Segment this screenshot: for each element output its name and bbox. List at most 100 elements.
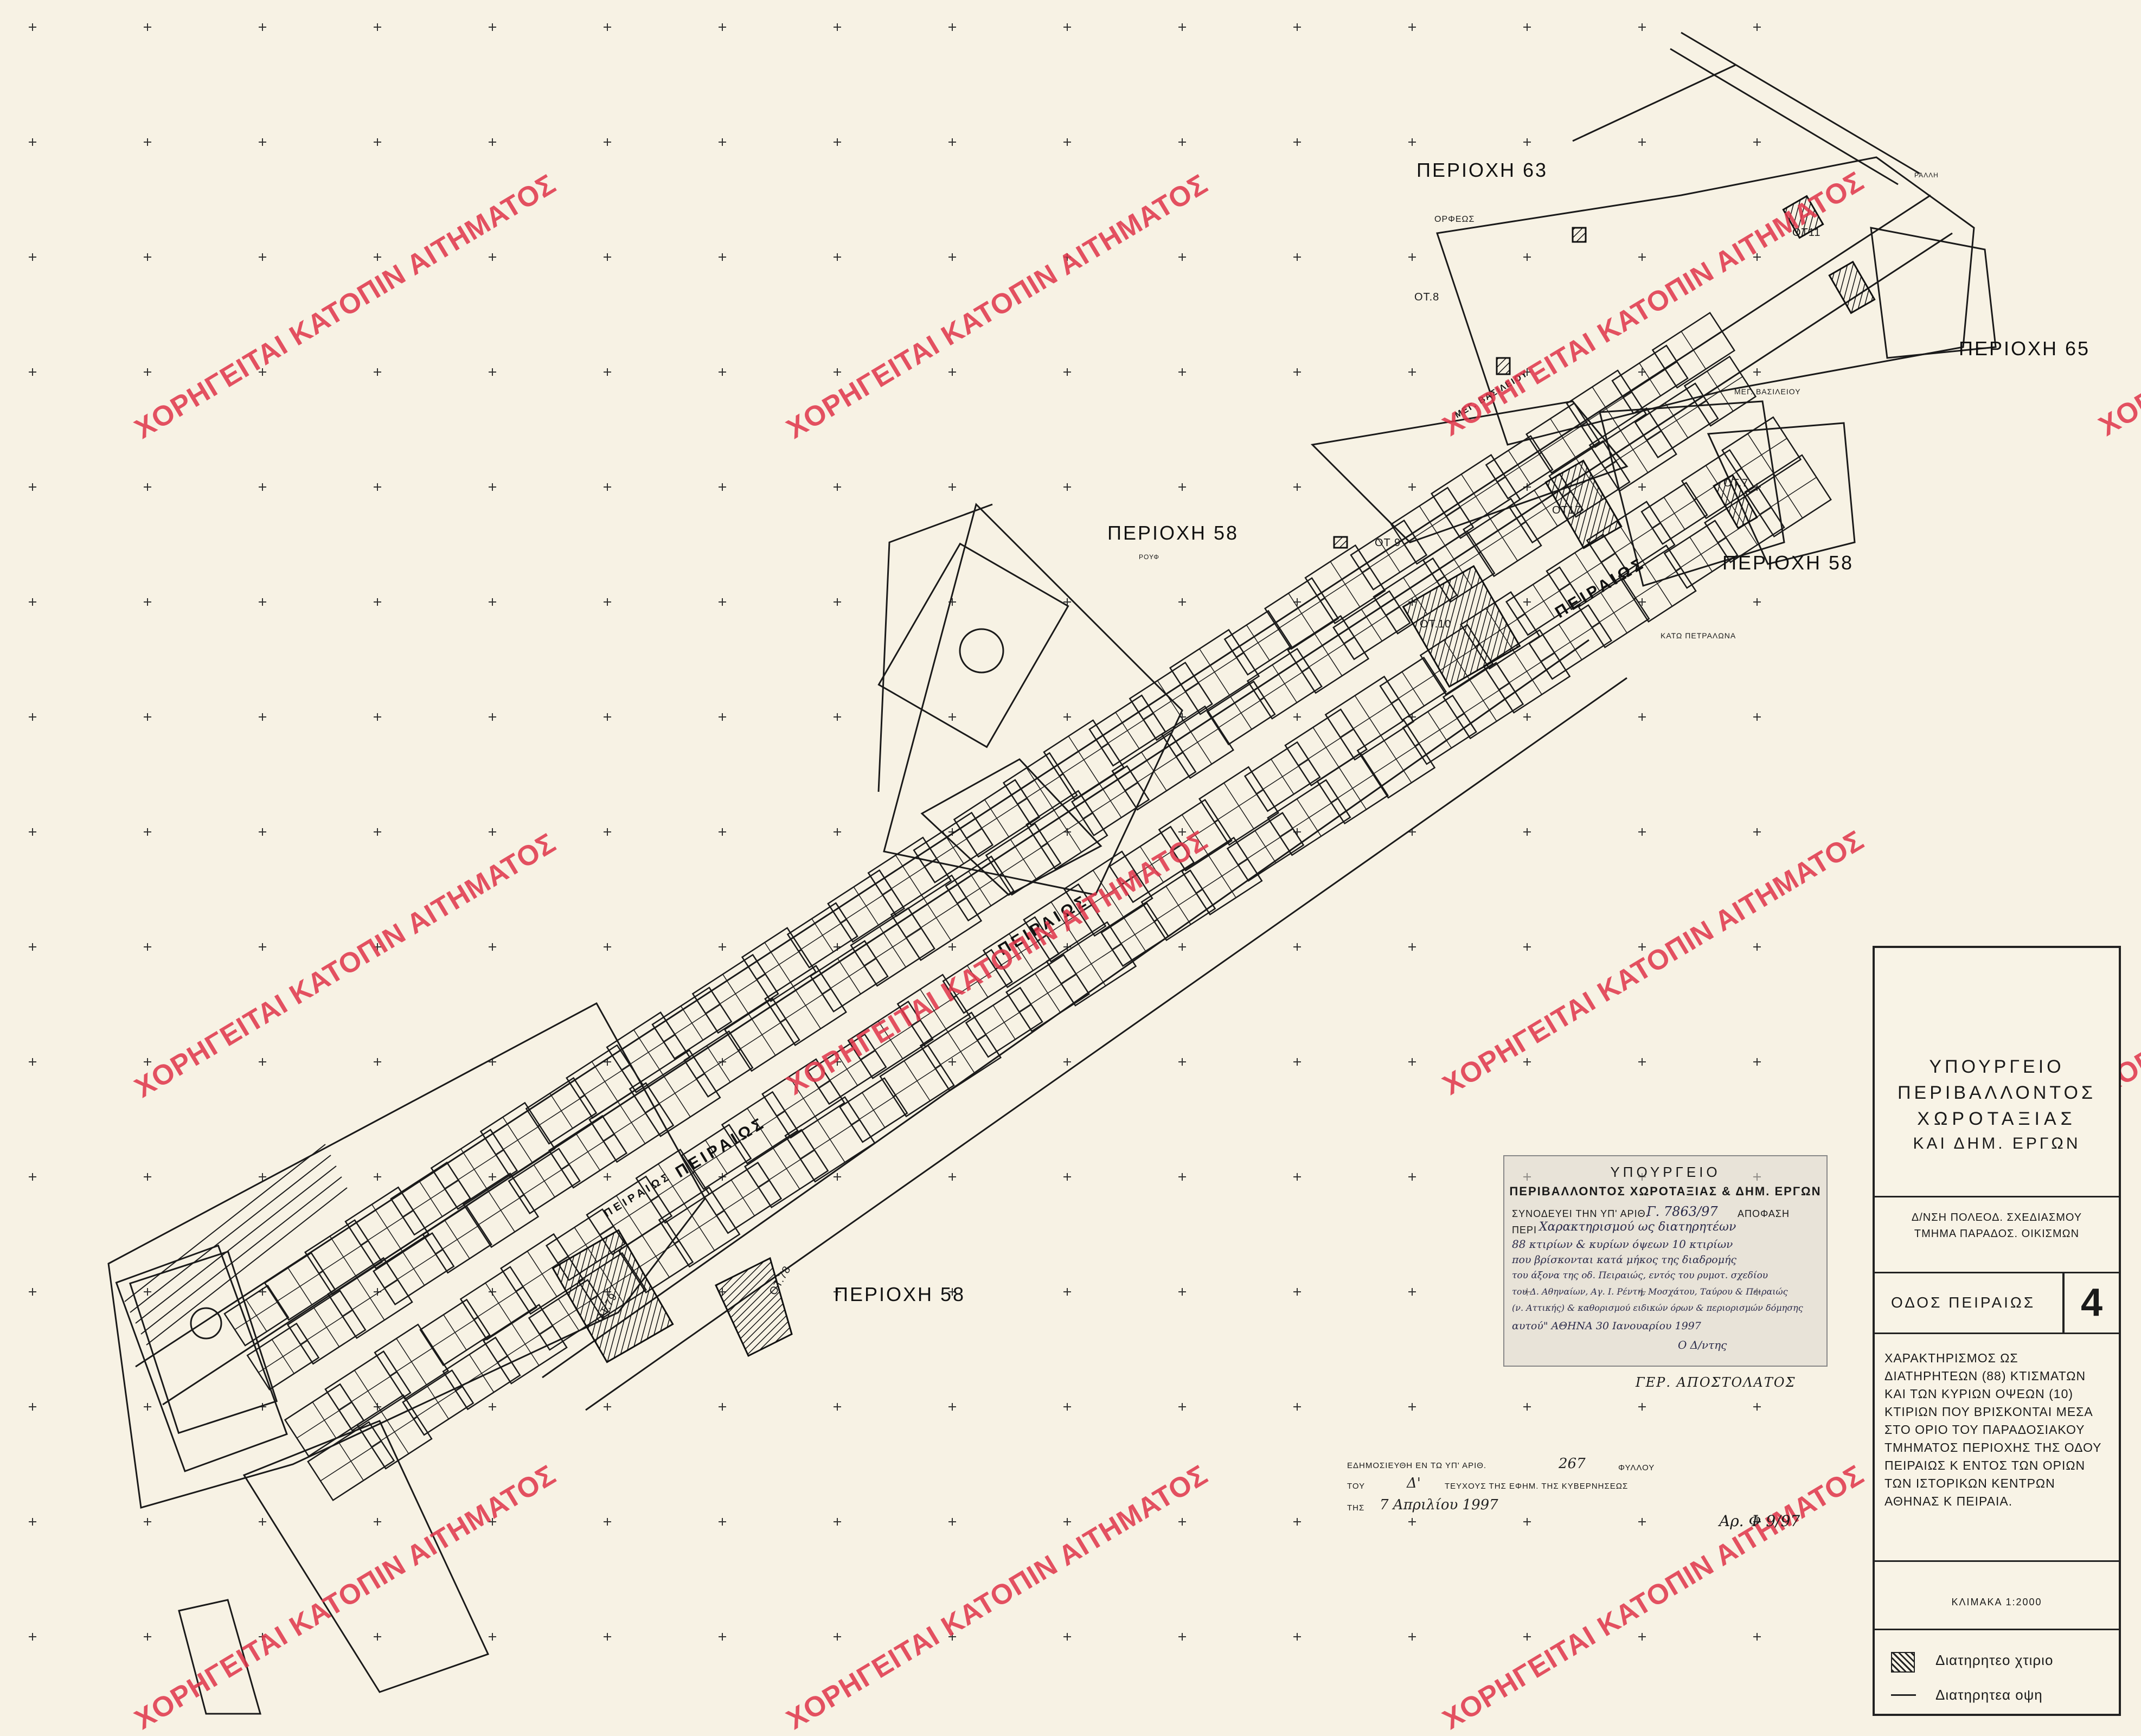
parcel-line: [318, 1235, 369, 1278]
gazette-date: 7 Απριλίου 1997: [1380, 1497, 1498, 1513]
parcel-line: [1195, 854, 1248, 898]
parcel-line: [696, 1045, 741, 1082]
grid-cross: [1178, 943, 1186, 951]
grid-cross: [489, 828, 496, 836]
parcel-line: [1079, 870, 1138, 918]
block-label-ot10: ΟΤ.10: [1420, 618, 1452, 630]
parcel-line: [435, 1220, 479, 1259]
parcel-line: [1121, 844, 1183, 885]
grid-cross: [489, 138, 496, 146]
parcel-line: [1497, 450, 1542, 485]
grid-cross: [948, 483, 956, 491]
grid-cross: [489, 1403, 496, 1411]
scale-label: ΚΛΙΜΑΚΑ 1:2000: [1951, 1597, 2042, 1607]
stamp-decision: ΑΠΟΦΑΣΗ: [1738, 1208, 1790, 1219]
parcel-line: [1498, 648, 1555, 695]
stamp-hand-line: αυτού" ΑΘΗΝΑ 30 Ιανουαρίου 1997: [1512, 1320, 1701, 1332]
grid-cross: [29, 483, 36, 491]
grid-cross: [1753, 713, 1761, 721]
grid-cross: [834, 1058, 841, 1066]
grid-cross: [1753, 828, 1761, 836]
grid-cross: [1408, 1518, 1416, 1526]
grid-cross: [834, 23, 841, 31]
grid-cross: [604, 368, 611, 376]
parcel-line: [1540, 622, 1600, 662]
grid-cross: [719, 23, 726, 31]
grid-cross: [719, 1633, 726, 1641]
parcel-line: [1646, 400, 1707, 440]
parcel-line: [818, 1050, 876, 1088]
parcel-line: [1445, 474, 1506, 520]
grid-cross: [1178, 1173, 1186, 1181]
grid-cross: [1408, 1633, 1416, 1641]
grid-cross: [489, 253, 496, 261]
grid-cross: [1638, 483, 1646, 491]
parcel-line: [1143, 680, 1199, 722]
parcel-line: [413, 1386, 463, 1419]
parcel-line: [663, 1004, 721, 1042]
grid-cross: [374, 1518, 381, 1526]
parcel-line: [602, 1101, 660, 1144]
parcel-line: [893, 1060, 941, 1101]
block-label-ot17: ΟΤ17: [1552, 504, 1582, 516]
lower-left-district: [107, 1002, 706, 1715]
grid-cross: [1523, 1633, 1531, 1641]
railway: [124, 1144, 348, 1346]
parcel-line: [1456, 680, 1510, 722]
grid-cross: [719, 138, 726, 146]
grid-cross: [259, 1633, 266, 1641]
sports-complex: [877, 503, 1183, 896]
department-line: Δ/ΝΣΗ ΠΟΛΕΟΔ. ΣΧΕΔΙΑΣΜΟΥ: [1911, 1212, 2082, 1223]
grid-cross: [834, 368, 841, 376]
stamp-hand-line: του Δ. Αθηναίων, Αγ. Ι. Ρέντη, Μοσχάτου,…: [1512, 1286, 1788, 1297]
grid-cross: [1293, 1518, 1301, 1526]
parcel-line: [798, 918, 847, 952]
grid-cross: [1523, 1518, 1531, 1526]
grid-cross: [259, 1518, 266, 1526]
grid-cross: [1293, 1058, 1301, 1066]
line-swatch-icon: [1891, 1694, 1916, 1696]
parcel-line: [1172, 814, 1219, 856]
grid-cross: [1063, 713, 1071, 721]
grid-cross: [29, 368, 36, 376]
block-label-ot7: ΟΤ.7: [1723, 477, 1749, 489]
grid-cross: [144, 1518, 151, 1526]
grid-cross: [1178, 253, 1186, 261]
stadium-lower: [129, 1250, 278, 1434]
parcel-line: [1343, 606, 1400, 644]
grid-cross: [374, 598, 381, 606]
grid-cross: [1178, 828, 1186, 836]
parcel-line: [1559, 552, 1616, 592]
grid-cross: [948, 138, 956, 146]
gazette-sheet: ΦΥΛΛΟΥ: [1618, 1463, 1655, 1472]
grid-cross: [1063, 598, 1071, 606]
grid-cross: [1293, 368, 1301, 376]
stamp-hand-line: του άξονα της οδ. Πειραιώς, εντός του ρυ…: [1512, 1270, 1768, 1281]
parcel-line: [906, 894, 967, 941]
grid-cross: [1063, 1633, 1071, 1641]
parcel-line: [692, 1139, 740, 1174]
grid-cross: [1523, 1058, 1531, 1066]
parcel-line: [1652, 497, 1697, 530]
grid-cross: [374, 23, 381, 31]
grid-cross: [144, 1058, 151, 1066]
grid-cross: [948, 943, 956, 951]
grid-cross: [374, 1633, 381, 1641]
legend-protected-facade: Διατηρητεα οψη: [1935, 1687, 2043, 1703]
stamp-hand-line: Ο Δ/ντης: [1678, 1338, 1727, 1351]
parcel-line: [599, 1195, 659, 1236]
grid-cross: [1408, 943, 1416, 951]
grid-cross: [948, 253, 956, 261]
sheet-number: 4: [2062, 1273, 2119, 1333]
parcel-line: [1112, 918, 1158, 952]
parcel-line: [1373, 735, 1420, 783]
approval-stamp: ΥΠΟΥΡΓΕΙΟ ΠΕΡΙΒΑΛΛΟΝΤΟΣ ΧΩΡΟΤΑΞΙΑΣ & ΔΗΜ…: [1503, 1155, 1828, 1367]
grid-cross: [374, 483, 381, 491]
grid-cross: [719, 943, 726, 951]
stamp-decision-no: Γ. 7863/97: [1646, 1204, 1718, 1219]
parcel-line: [705, 973, 766, 1014]
parcel-line: [389, 1338, 433, 1386]
grid-cross: [1638, 138, 1646, 146]
grid-cross: [1523, 253, 1531, 261]
parcel-line: [957, 870, 1003, 906]
